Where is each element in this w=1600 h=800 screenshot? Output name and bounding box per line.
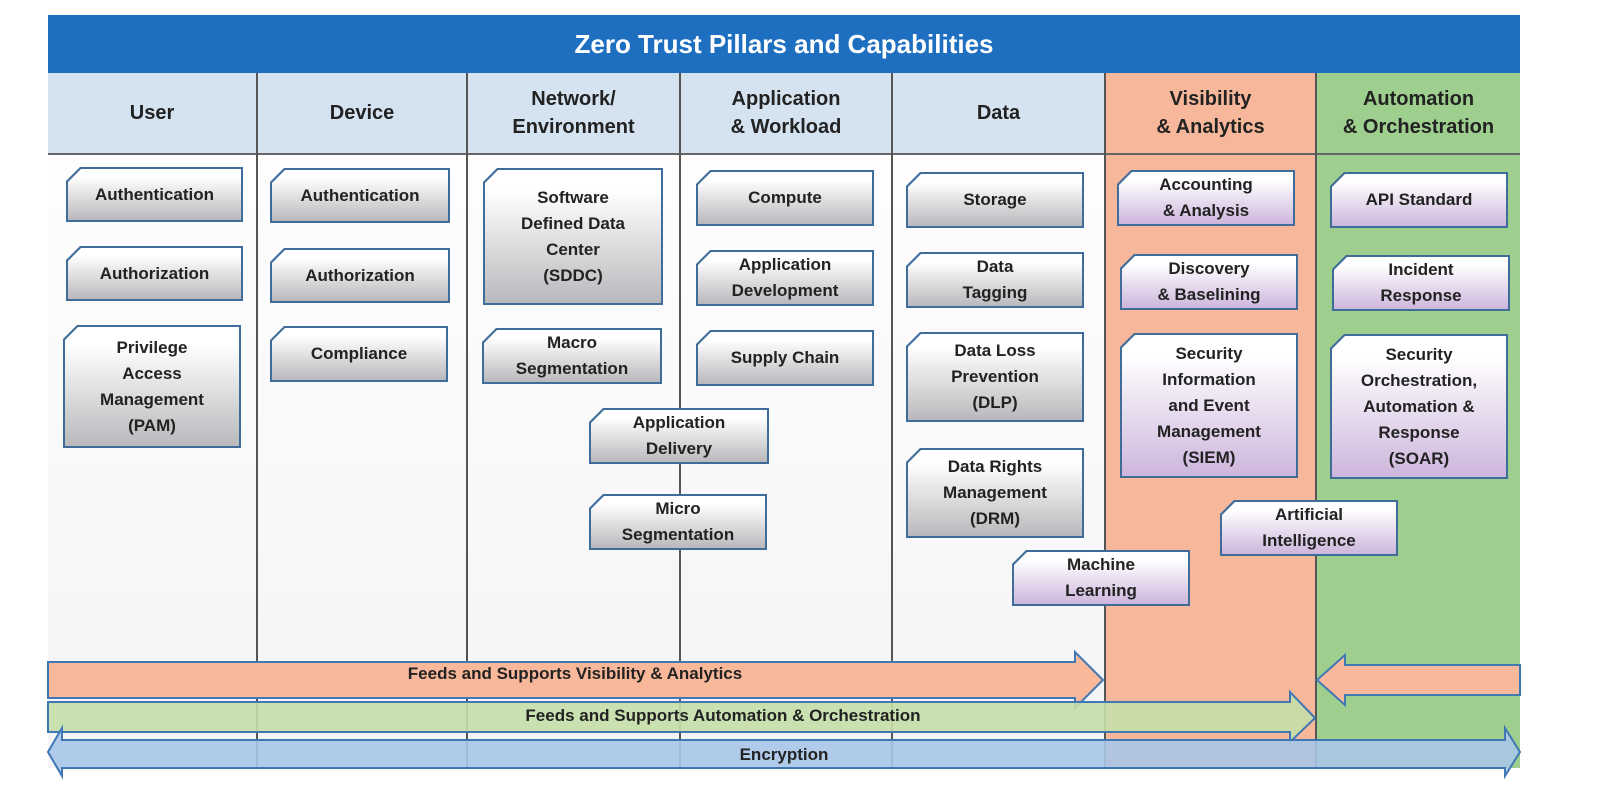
pillar-header: Device	[258, 73, 466, 155]
capability-label: Security Information and Event Managemen…	[1122, 335, 1296, 476]
capability-label: Authentication	[68, 169, 241, 220]
capability-box: Incident Response	[1332, 255, 1510, 311]
capability-label: Compute	[698, 172, 872, 224]
capability-box: Data Loss Prevention (DLP)	[906, 332, 1084, 422]
capability-box: Supply Chain	[696, 330, 874, 386]
capability-box: Compute	[696, 170, 874, 226]
capability-label: Authorization	[272, 250, 448, 301]
capability-label: Data Rights Management (DRM)	[908, 450, 1082, 536]
capability-label: Storage	[908, 174, 1082, 226]
visibility-arrow-label: Feeds and Supports Visibility & Analytic…	[407, 664, 743, 683]
capability-label: Discovery & Baselining	[1122, 256, 1296, 308]
capability-box: Compliance	[270, 326, 448, 382]
capability-box: Micro Segmentation	[589, 494, 767, 550]
capability-box: Security Information and Event Managemen…	[1120, 333, 1298, 478]
capability-label: Data Tagging	[908, 254, 1082, 306]
capability-label: Data Loss Prevention (DLP)	[908, 334, 1082, 420]
capability-label: API Standard	[1332, 174, 1506, 226]
capability-box: Data Rights Management (DRM)	[906, 448, 1084, 538]
diagram-title: Zero Trust Pillars and Capabilities	[48, 15, 1520, 73]
capability-label: Privilege Access Management (PAM)	[65, 327, 239, 446]
capability-label: Security Orchestration, Automation & Res…	[1332, 336, 1506, 477]
capability-label: Software Defined Data Center (SDDC)	[485, 170, 661, 303]
capability-box: API Standard	[1330, 172, 1508, 228]
capability-label: Macro Segmentation	[484, 330, 660, 382]
capability-label: Authentication	[272, 170, 448, 221]
automation-arrow-label: Feeds and Supports Automation & Orchestr…	[525, 706, 921, 725]
capability-box: Data Tagging	[906, 252, 1084, 308]
pillar-header: Application & Workload	[681, 73, 891, 155]
pillar-header: Automation & Orchestration	[1317, 73, 1520, 155]
capability-box: Accounting & Analysis	[1117, 170, 1295, 226]
capability-box: Authentication	[66, 167, 243, 222]
capability-label: Application Delivery	[591, 410, 767, 462]
capability-label: Application Development	[698, 252, 872, 304]
capability-label: Artificial Intelligence	[1222, 502, 1396, 554]
capability-box: Authentication	[270, 168, 450, 223]
capability-box: Discovery & Baselining	[1120, 254, 1298, 310]
capability-box: Application Delivery	[589, 408, 769, 464]
automation-arrow	[47, 689, 1317, 745]
pillar-header: User	[48, 73, 256, 155]
pillar-header: Visibility & Analytics	[1106, 73, 1315, 155]
pillar-header: Data	[893, 73, 1104, 155]
capability-box: Storage	[906, 172, 1084, 228]
capability-label: Supply Chain	[698, 332, 872, 384]
encryption-arrow	[46, 724, 1522, 780]
capability-box: Macro Segmentation	[482, 328, 662, 384]
capability-label: Machine Learning	[1014, 552, 1188, 604]
capability-box: Authorization	[66, 246, 243, 301]
capability-box: Artificial Intelligence	[1220, 500, 1398, 556]
encryption-arrow-label: Encryption	[739, 745, 829, 764]
visibility-arrow	[47, 649, 1105, 711]
capability-box: Machine Learning	[1012, 550, 1190, 606]
capability-label: Incident Response	[1334, 257, 1508, 309]
capability-box: Security Orchestration, Automation & Res…	[1330, 334, 1508, 479]
capability-label: Compliance	[272, 328, 446, 380]
capability-box: Software Defined Data Center (SDDC)	[483, 168, 663, 305]
capability-label: Accounting & Analysis	[1119, 172, 1293, 224]
capability-label: Micro Segmentation	[591, 496, 765, 548]
capability-box: Authorization	[270, 248, 450, 303]
automation-return-arrow	[1315, 652, 1521, 708]
capability-box: Privilege Access Management (PAM)	[63, 325, 241, 448]
capability-label: Authorization	[68, 248, 241, 299]
pillar-header: Network/ Environment	[468, 73, 679, 155]
capability-box: Application Development	[696, 250, 874, 306]
